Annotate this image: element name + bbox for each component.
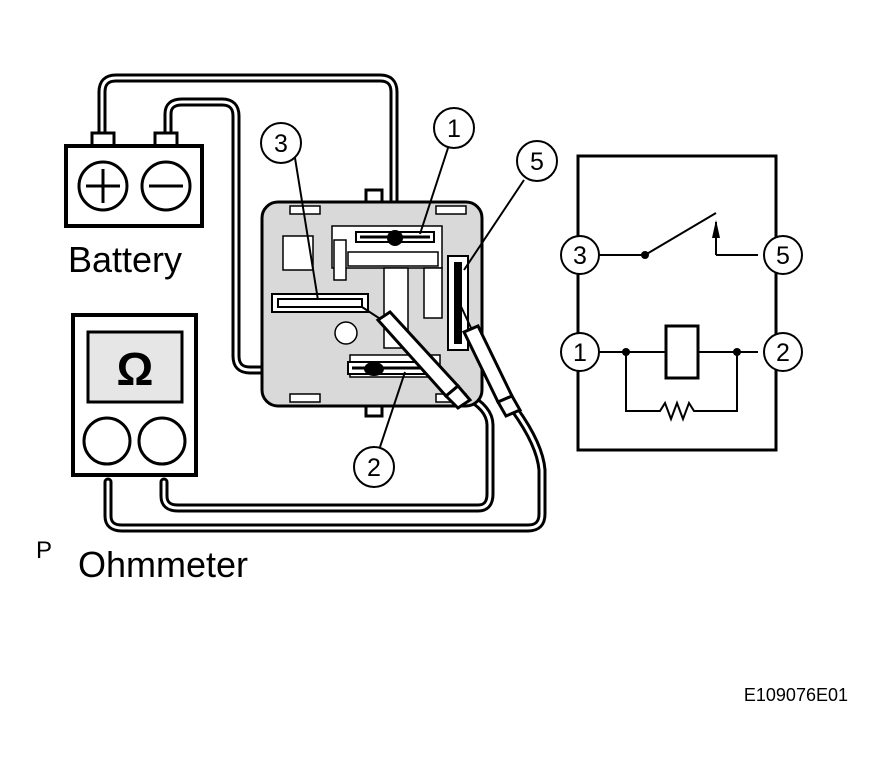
ohmmeter-label: Ohmmeter	[78, 544, 248, 585]
svg-text:2: 2	[776, 339, 790, 367]
wire-ohmmeter-lead-2	[159, 390, 495, 513]
svg-text:5: 5	[776, 242, 790, 270]
terminal-1-slot	[355, 230, 435, 246]
relay-schematic: 3 5 1 2	[560, 154, 803, 452]
coil-icon	[664, 324, 700, 380]
battery	[64, 131, 204, 228]
schematic-terminal-5: 5	[763, 235, 803, 275]
battery-label: Battery	[68, 239, 182, 280]
battery-negative-icon	[140, 160, 192, 212]
svg-text:1: 1	[447, 115, 461, 143]
p-marker: P	[36, 537, 52, 564]
callout-1: 1	[419, 107, 475, 235]
terminal-2-slot	[347, 361, 433, 376]
ohmmeter: Ω	[71, 313, 198, 477]
figure-id: E109076E01	[744, 685, 848, 705]
test-probe-terminal-3	[361, 306, 473, 410]
svg-text:5: 5	[530, 148, 544, 176]
svg-text:2: 2	[367, 454, 381, 482]
svg-text:1: 1	[573, 339, 587, 367]
resistor-icon	[625, 352, 738, 422]
callout-5: 5	[463, 140, 558, 271]
test-probe-terminal-5	[457, 299, 523, 418]
schematic-terminal-3: 3	[560, 235, 600, 275]
ohmmeter-jack-left	[82, 416, 132, 466]
callout-3: 3	[260, 122, 319, 301]
callout-2: 2	[353, 371, 406, 488]
terminal-3-slot	[271, 293, 369, 313]
omega-icon: Ω	[117, 343, 154, 395]
schematic-terminal-2: 2	[763, 332, 803, 372]
terminal-5-slot	[447, 255, 469, 351]
svg-text:3: 3	[274, 130, 288, 158]
schematic-terminal-1: 1	[560, 332, 600, 372]
ohmmeter-jack-right	[137, 416, 187, 466]
battery-positive-icon	[77, 160, 129, 212]
svg-text:3: 3	[573, 242, 587, 270]
